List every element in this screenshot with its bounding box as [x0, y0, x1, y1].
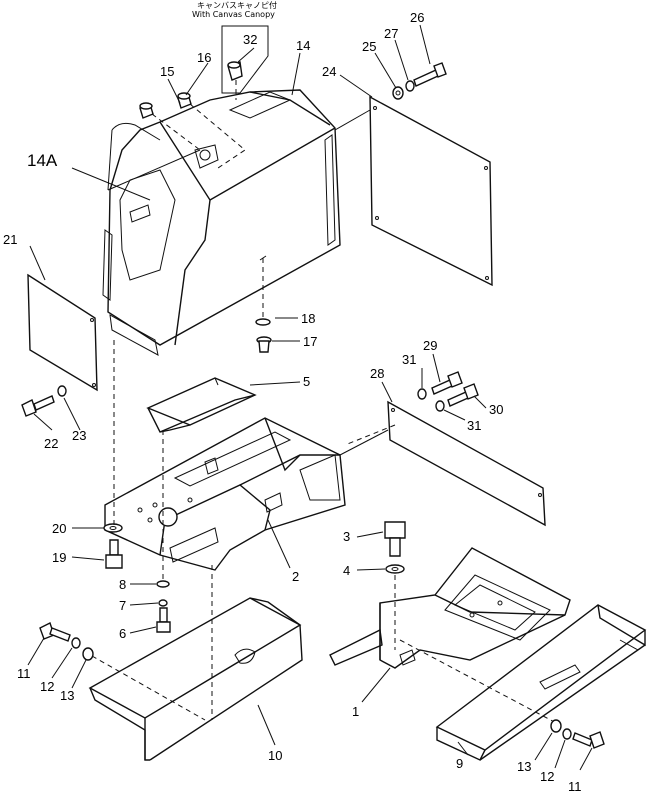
callout-10: 10 — [268, 748, 282, 763]
part-13-washer-left — [82, 647, 94, 661]
callout-17: 17 — [303, 334, 317, 349]
callout-3: 3 — [343, 529, 350, 544]
part-21-side-plate — [27, 273, 98, 392]
callout-12-left: 12 — [40, 679, 54, 694]
part-11-bolt-right — [572, 731, 605, 749]
part-32-plug — [227, 61, 243, 81]
dash-11-right — [399, 639, 561, 726]
caption-english: With Canvas Canopy — [192, 10, 275, 19]
callout-1: 1 — [352, 704, 359, 719]
leader-28-frame — [339, 429, 389, 456]
part-6-bolt — [156, 607, 171, 633]
leader-24-hood — [334, 109, 371, 131]
dash-28 — [344, 424, 396, 446]
callout-14A: 14A — [27, 151, 58, 170]
callout-19: 19 — [52, 550, 66, 565]
part-25-washer — [392, 86, 404, 100]
callout-6: 6 — [119, 626, 126, 641]
part-13-washer-right — [550, 719, 562, 733]
caption-frame — [221, 25, 269, 94]
part-7-washer — [158, 599, 168, 607]
part-28-plate — [387, 400, 546, 527]
callout-31-lower: 31 — [467, 418, 481, 433]
part-2-main-frame — [104, 417, 346, 571]
caption-japanese: キャンバスキャノピ付 — [197, 0, 277, 10]
part-12-washer-right — [562, 728, 572, 740]
part-16-bolt — [177, 92, 192, 109]
callout-7: 7 — [119, 598, 126, 613]
part-12-washer-left — [71, 637, 81, 649]
callout-24: 24 — [322, 64, 336, 79]
callout-31-upper: 31 — [402, 352, 416, 367]
callout-9: 9 — [456, 756, 463, 771]
callout-29: 29 — [423, 338, 437, 353]
callout-13-left: 13 — [60, 688, 74, 703]
callout-30: 30 — [489, 402, 503, 417]
callout-2: 2 — [292, 569, 299, 584]
callout-4: 4 — [343, 563, 350, 578]
callout-23: 23 — [72, 428, 86, 443]
part-14-hood — [102, 89, 341, 356]
callout-18: 18 — [301, 311, 315, 326]
small-hole-mark — [259, 255, 267, 261]
part-5-tray — [146, 377, 257, 433]
callout-27: 27 — [384, 26, 398, 41]
part-31-washer-lower — [435, 400, 445, 412]
callout-16: 16 — [197, 50, 211, 65]
part-18-oring — [255, 318, 271, 326]
callout-25: 25 — [362, 39, 376, 54]
part-9-right-frame — [435, 604, 647, 761]
part-1-bracket — [329, 547, 571, 669]
callout-21: 21 — [3, 232, 17, 247]
callout-26: 26 — [410, 10, 424, 25]
part-15-bolt — [139, 102, 154, 119]
part-26-bolt — [413, 62, 447, 87]
callout-8: 8 — [119, 577, 126, 592]
part-30-bolt — [447, 383, 479, 407]
callout-14: 14 — [296, 38, 310, 53]
part-29-bolt — [431, 371, 463, 395]
part-19-bolt — [105, 539, 123, 569]
callout-labels: 32 15 16 14 14A 21 24 25 27 26 18 17 5 2… — [3, 10, 582, 794]
callout-32: 32 — [243, 32, 257, 47]
callout-28: 28 — [370, 366, 384, 381]
part-24-side-plate — [369, 95, 493, 287]
part-4-washer — [385, 564, 405, 574]
dash-11-left — [91, 655, 206, 721]
part-23-washer — [57, 385, 67, 397]
callout-15: 15 — [160, 64, 174, 79]
hood-leader-line — [107, 149, 201, 191]
callout-13-right: 13 — [517, 759, 531, 774]
part-11-bolt-left — [39, 622, 71, 642]
part-20-washer — [103, 523, 123, 533]
canopy-caption: キャンバスキャノピ付 With Canvas Canopy — [192, 0, 277, 94]
part-31-washer-upper — [417, 388, 427, 400]
dash-15 — [151, 113, 201, 151]
part-27-washer — [405, 80, 415, 92]
part-10-under-cover — [88, 597, 303, 761]
leader-lines — [27, 24, 593, 771]
part-8-washer — [156, 580, 170, 588]
callout-11-right: 11 — [568, 779, 582, 794]
part-3-bolt — [384, 521, 406, 557]
callout-12-right: 12 — [540, 769, 554, 784]
callout-5: 5 — [303, 374, 310, 389]
part-17-plug — [256, 336, 272, 353]
callout-11-left: 11 — [17, 666, 31, 681]
part-22-bolt — [21, 395, 55, 417]
callout-22: 22 — [44, 436, 58, 451]
callout-20: 20 — [52, 521, 66, 536]
